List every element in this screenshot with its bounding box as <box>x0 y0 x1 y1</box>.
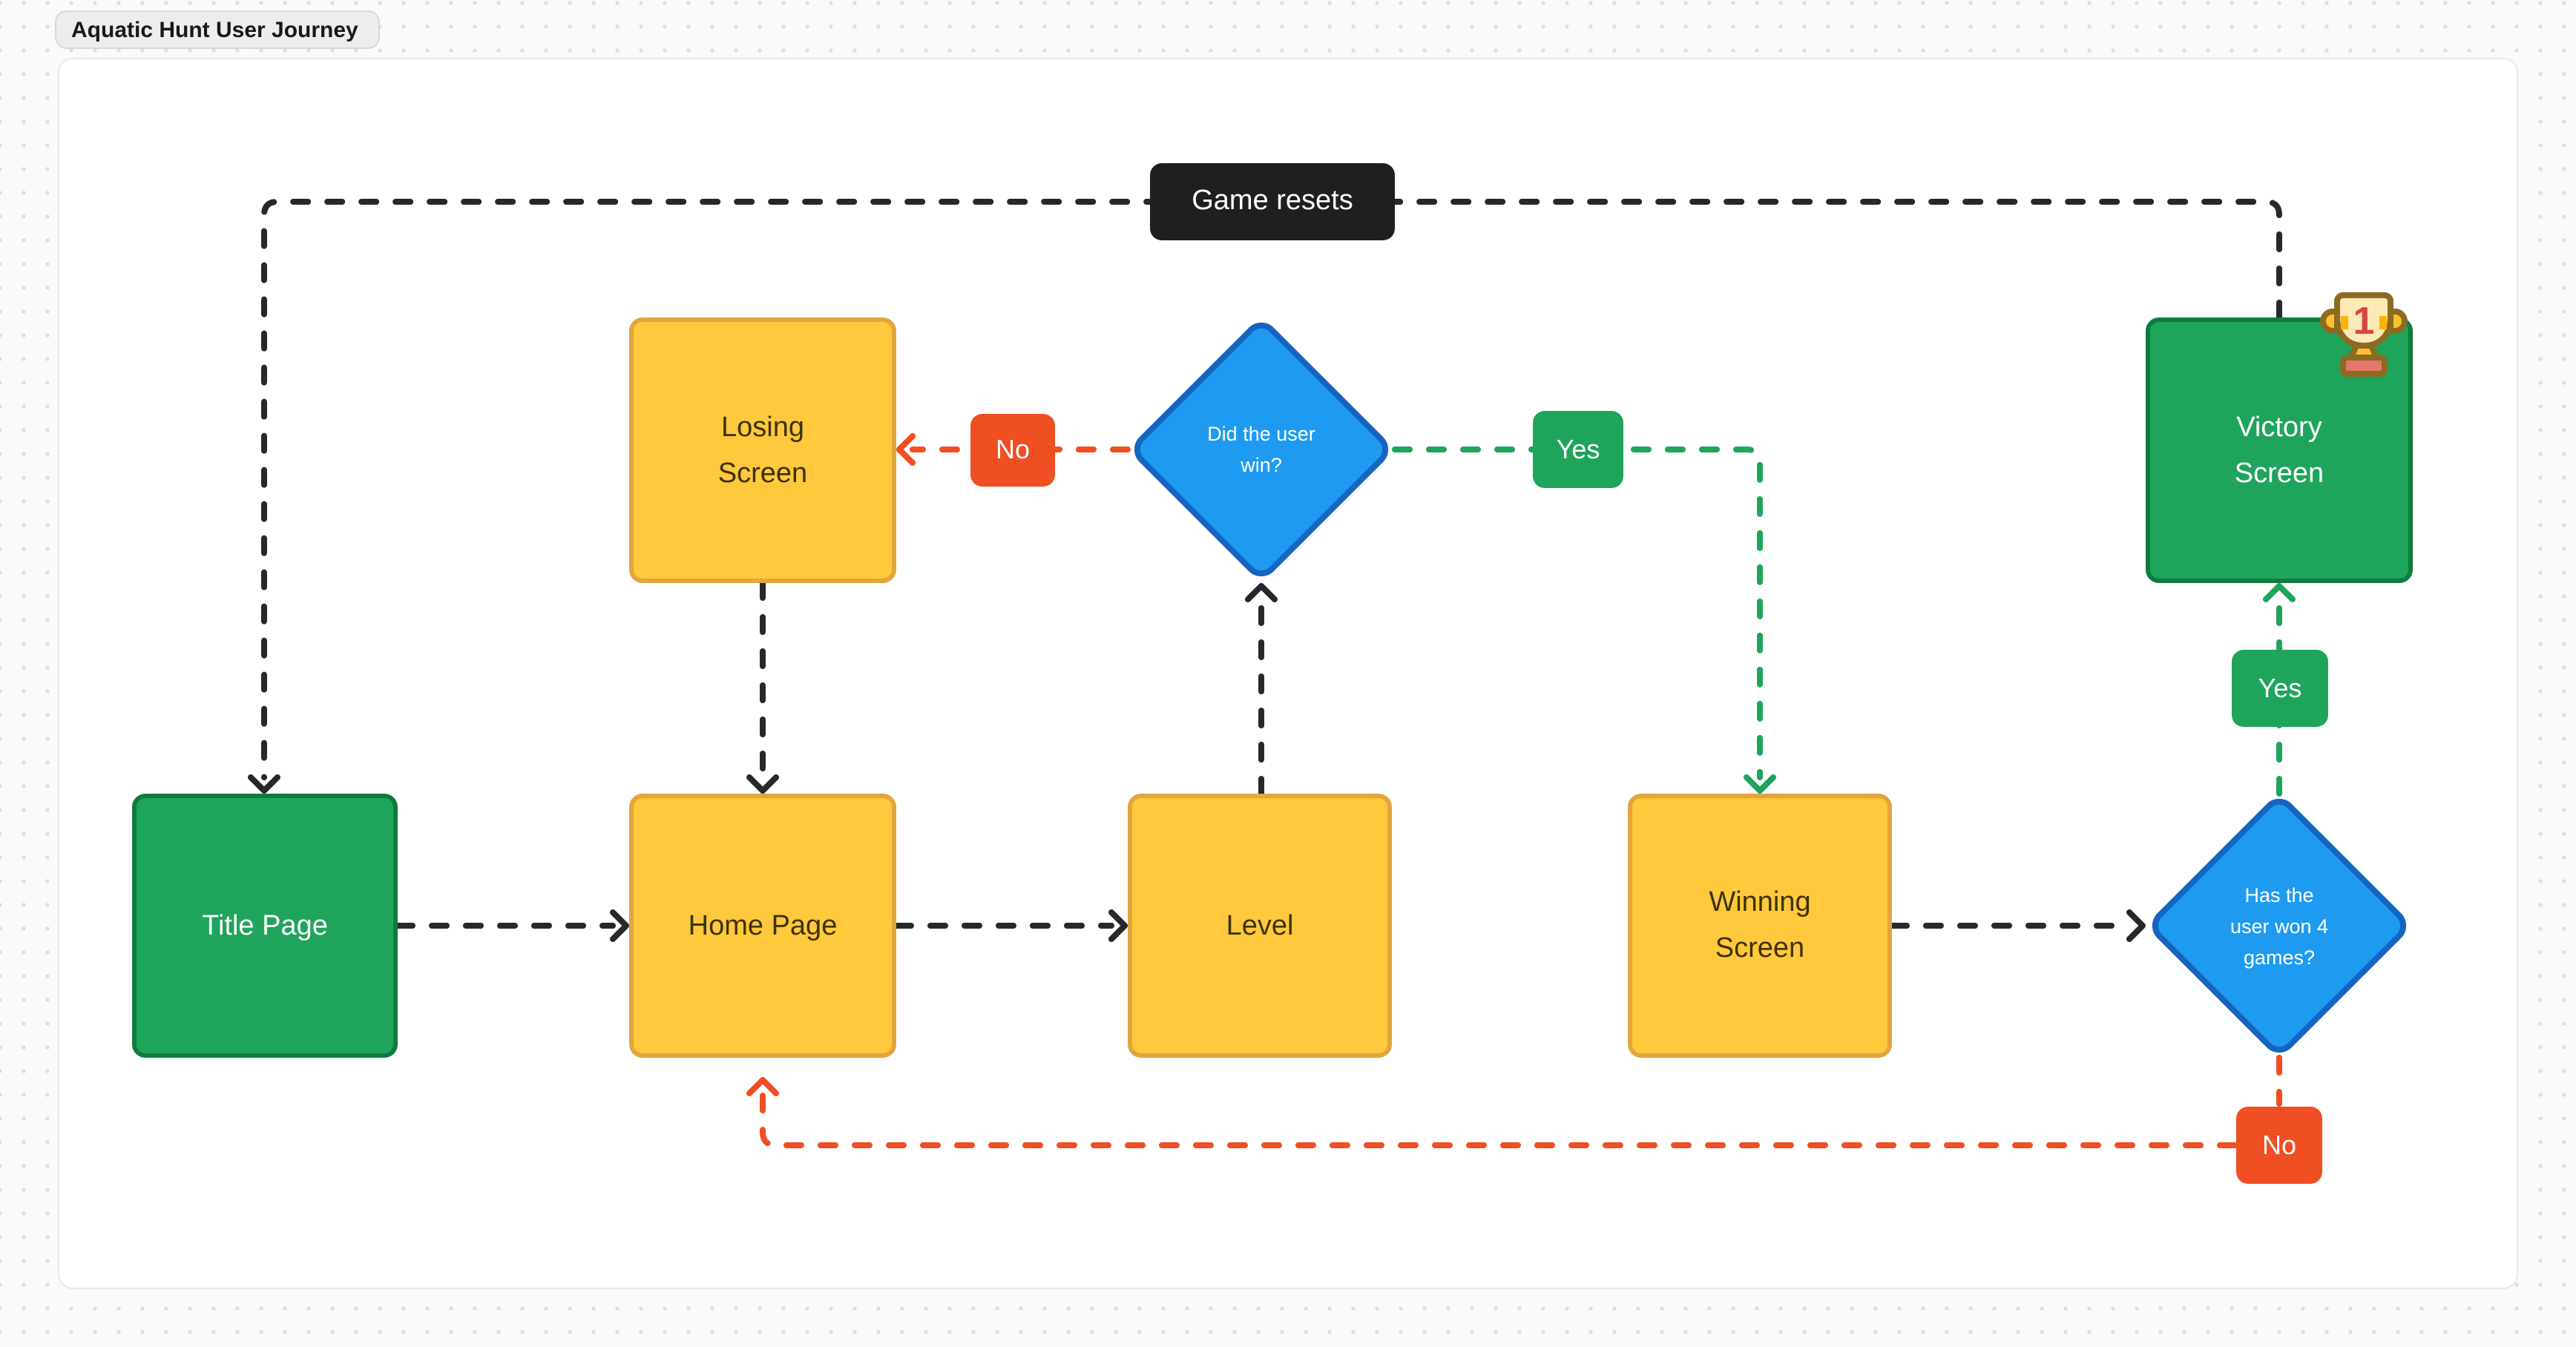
node-winning-screen[interactable]: Winning Screen <box>1628 794 1892 1058</box>
edge-winning-to-won4[interactable] <box>1889 909 2146 942</box>
edge-label-no-home[interactable]: No <box>2236 1107 2322 1184</box>
node-label: Losing Screen <box>717 412 808 489</box>
node-won-4-games[interactable]: Has the user won 4 games? <box>2144 791 2414 1061</box>
node-home-page[interactable]: Home Page <box>629 794 896 1058</box>
node-losing-screen[interactable]: Losing Screen <box>629 317 896 583</box>
node-label: Level <box>1226 910 1294 941</box>
board-title-text: Aquatic Hunt User Journey <box>71 17 358 42</box>
node-level[interactable]: Level <box>1128 794 1392 1058</box>
node-label: Did the user win? <box>1207 423 1315 476</box>
svg-text:1: 1 <box>2353 300 2375 343</box>
edge-label-game-resets[interactable]: Game resets <box>1150 163 1395 240</box>
node-label: Home Page <box>688 910 838 941</box>
edge-won4-yes-to-victory[interactable] <box>2263 583 2296 797</box>
node-title-page[interactable]: Title Page <box>132 794 398 1058</box>
node-did-user-win[interactable]: Did the user win? <box>1126 314 1396 584</box>
edge-label-yes-victory[interactable]: Yes <box>2232 650 2328 727</box>
node-label: Victory Screen <box>2234 412 2324 489</box>
edge-losing-to-home[interactable] <box>746 580 779 794</box>
node-label: Title Page <box>202 910 328 941</box>
edge-label-yes-winning[interactable]: Yes <box>1533 411 1623 488</box>
node-label: Has the user won 4 games? <box>2230 883 2329 968</box>
edge-home-to-level[interactable] <box>893 909 1128 942</box>
edge-didwin-yes-to-winning[interactable] <box>1392 447 1776 794</box>
edge-level-to-didwin[interactable] <box>1245 583 1278 797</box>
edge-victory-to-titlepage[interactable] <box>248 199 2282 794</box>
diagram-canvas <box>58 58 2518 1289</box>
board-title-tab[interactable]: Aquatic Hunt User Journey <box>55 10 380 49</box>
edge-titlepage-to-home[interactable] <box>395 909 629 942</box>
node-label: Winning Screen <box>1709 887 1811 964</box>
trophy-number-1-icon[interactable]: 1 <box>2319 288 2408 381</box>
edge-won4-no-to-home[interactable] <box>746 1055 2282 1148</box>
edge-label-no-losing[interactable]: No <box>970 414 1055 487</box>
